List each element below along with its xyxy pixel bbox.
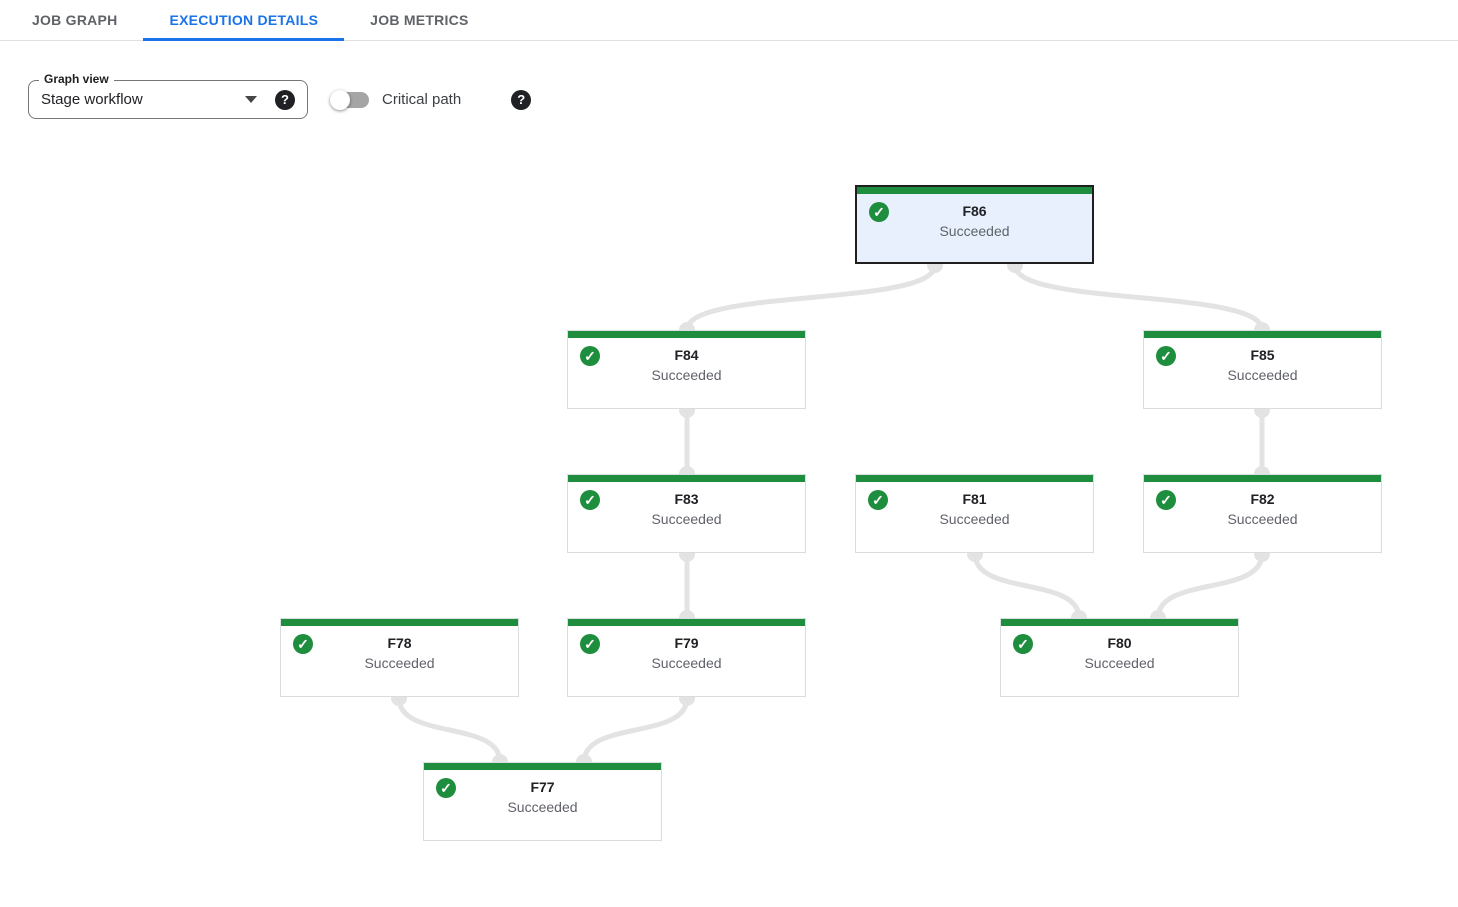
node-status-bar [1001,619,1238,626]
tab-bar: JOB GRAPH EXECUTION DETAILS JOB METRICS [0,0,1458,41]
tab-execution-details[interactable]: EXECUTION DETAILS [143,0,344,41]
node-title: F78 [387,635,412,651]
node-status-bar [1144,475,1381,482]
check-circle-icon: ✓ [1013,634,1033,654]
node-status-bar [1144,331,1381,338]
node-title: F86 [962,203,987,219]
check-circle-icon: ✓ [580,634,600,654]
edge-F81-F80 [972,553,1082,619]
critical-path-label: Critical path [382,91,462,108]
node-status: Succeeded [507,799,578,815]
graph-view-select[interactable]: Graph view Stage workflow ? [28,72,308,119]
edge-F82-F80 [1155,553,1265,619]
edge-F79-F77 [581,697,690,763]
node-status: Succeeded [939,511,1010,527]
node-status: Succeeded [939,223,1010,239]
node-status-bar [568,619,805,626]
node-status: Succeeded [1084,655,1155,671]
check-circle-icon: ✓ [580,490,600,510]
critical-path-group: Critical path ? [330,89,532,110]
node-status-bar [857,187,1092,194]
graph-view-value: Stage workflow [41,91,143,108]
node-status: Succeeded [651,511,722,527]
graph-view-label: Graph view [39,72,114,86]
check-circle-icon: ✓ [1156,490,1176,510]
critical-path-help-icon[interactable]: ? [511,89,532,110]
node-title: F79 [674,635,699,651]
node-title: F81 [962,491,987,507]
node-status-bar [281,619,518,626]
tab-label: EXECUTION DETAILS [169,12,319,28]
toggle-knob [330,89,350,110]
tab-label: JOB METRICS [370,12,469,28]
edge-F78-F77 [396,697,503,763]
node-status-bar [568,331,805,338]
node-status-bar [856,475,1093,482]
check-circle-icon: ✓ [869,202,889,222]
graph-view-help-icon[interactable]: ? [275,89,295,110]
node-status: Succeeded [364,655,435,671]
critical-path-toggle[interactable] [330,89,369,110]
tab-job-metrics[interactable]: JOB METRICS [344,0,494,40]
edge-F86-F84 [684,264,938,331]
node-status: Succeeded [651,655,722,671]
edge-F86-F85 [1012,264,1265,331]
node-title: F85 [1250,347,1275,363]
node-status: Succeeded [1227,511,1298,527]
node-status: Succeeded [1227,367,1298,383]
node-status: Succeeded [651,367,722,383]
node-title: F82 [1250,491,1275,507]
check-circle-icon: ✓ [436,778,456,798]
tab-label: JOB GRAPH [32,12,118,28]
node-status-bar [424,763,661,770]
tab-job-graph[interactable]: JOB GRAPH [6,0,143,40]
check-circle-icon: ✓ [293,634,313,654]
node-title: F80 [1107,635,1132,651]
check-circle-icon: ✓ [1156,346,1176,366]
node-title: F84 [674,347,699,363]
graph-toolbar: Graph view Stage workflow ? Critical pat… [28,72,1458,119]
node-title: F77 [530,779,555,795]
check-circle-icon: ✓ [868,490,888,510]
node-status-bar [568,475,805,482]
check-circle-icon: ✓ [580,346,600,366]
node-title: F83 [674,491,699,507]
dropdown-arrow-icon[interactable] [245,96,257,103]
